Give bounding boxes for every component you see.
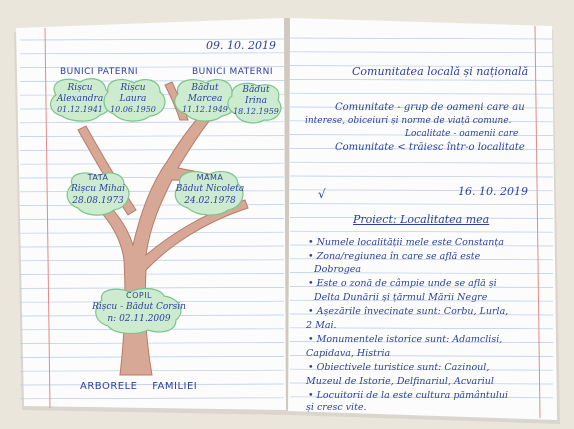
project-line: Dobrogea <box>308 264 362 275</box>
person-birth-date: 18.12.1959 <box>233 107 279 116</box>
project-line: • Așezările învecinate sunt: Corbu, Lurl… <box>308 306 509 317</box>
ruled-line <box>289 299 554 302</box>
left-page-date: 09. 10. 2019 <box>206 39 276 52</box>
ruled-line <box>19 38 285 41</box>
ruled-line <box>19 66 285 68</box>
father-birth-date: 28.08.1973 <box>72 196 124 206</box>
ruled-line <box>289 244 554 247</box>
person-birth-date: 01.12.1941 <box>57 105 103 114</box>
ruled-line <box>19 52 285 55</box>
right-margin-line <box>534 25 541 419</box>
ruled-line <box>289 79 554 81</box>
father-name: Rișcu Mihai <box>70 184 126 194</box>
right-page-date: 16. 10. 2019 <box>458 185 528 198</box>
ruled-line <box>19 369 285 372</box>
project-line: Muzeul de Istorie, Delfinariul, Acvariul <box>300 376 494 387</box>
person-surname: Bădut <box>191 83 219 93</box>
ruled-line <box>19 135 285 137</box>
grandparents-paternal-label: BUNICI PATERNI <box>60 67 139 77</box>
ruled-line <box>289 203 554 205</box>
right-page-rules <box>289 37 554 399</box>
project-line: • Numele localității mele este Constanța <box>308 237 504 248</box>
person-first-name: Laura <box>119 94 147 104</box>
ruled-line <box>19 287 285 289</box>
child-name: Rișcu - Bădut Corsin <box>92 302 186 312</box>
ruled-line <box>19 342 285 344</box>
project-line: • Zona/regiunea în care se află este <box>308 251 481 262</box>
ruled-line <box>289 175 554 178</box>
project-line: Delta Dunării și țărmul Mării Negre <box>308 292 488 303</box>
child-birth-date: n: 02.11.2009 <box>107 314 171 324</box>
mother-name: Bădut Nicoleta <box>175 184 245 194</box>
ruled-line <box>19 149 285 151</box>
ruled-line <box>289 51 554 54</box>
definition-line: Comunitate < trăiesc într-o localitate <box>335 142 525 153</box>
project-line: • Locuitorii de la este cultura pământul… <box>308 390 509 401</box>
ruled-line <box>289 92 554 95</box>
check-mark: √ <box>318 187 326 201</box>
ruled-line <box>19 231 285 234</box>
family-tree-caption: ARBORELE FAMILIEI <box>80 381 198 392</box>
project-line: • Obiectivele turistice sunt: Cazinoul, <box>308 362 490 373</box>
person-surname: Rișcu <box>120 83 146 93</box>
notebook-spine <box>284 18 290 411</box>
person-first-name: Marcea <box>187 94 223 104</box>
person-birth-date: 10.06.1950 <box>110 105 156 114</box>
mother-birth-date: 24.02.1978 <box>184 196 236 206</box>
right-page-title: Comunitatea locală și națională <box>352 65 529 78</box>
tree-leaves <box>50 78 282 335</box>
ruled-line <box>289 134 554 136</box>
person-surname: Bădut <box>242 85 270 95</box>
ruled-line <box>289 189 554 192</box>
ruled-line <box>289 258 554 261</box>
project-line: și cresc vite. <box>300 402 367 413</box>
left-margin-line <box>44 27 51 409</box>
definition-line: Localitate - oamenii care <box>405 129 519 139</box>
ruled-line <box>289 382 554 385</box>
ruled-line <box>19 356 285 358</box>
ruled-line <box>19 397 285 400</box>
father-label: TATA <box>87 173 109 182</box>
ruled-line <box>289 313 554 316</box>
person-birth-date: 11.12.1949 <box>182 105 228 114</box>
ruled-line <box>19 273 285 275</box>
ruled-line <box>289 396 554 399</box>
ruled-line <box>289 161 554 164</box>
ruled-line <box>289 286 554 288</box>
mother-label: MAMA <box>196 173 224 182</box>
ruled-line <box>289 272 554 274</box>
ruled-line <box>289 217 554 219</box>
ruled-line <box>289 355 554 357</box>
project-title: Proiect: Localitatea mea <box>353 213 490 226</box>
ruled-line <box>289 65 554 67</box>
person-first-name: Irina <box>245 96 267 106</box>
person-first-name: Alexandra <box>56 94 104 104</box>
ruled-line <box>289 106 554 109</box>
ruled-line <box>289 230 554 233</box>
ruled-line <box>289 341 554 343</box>
right-page <box>288 18 557 420</box>
definition-line: Comunitate - grup de oameni care au <box>335 102 525 113</box>
ruled-line <box>289 368 554 371</box>
ruled-line <box>289 37 554 40</box>
project-line: • Monumentele istorice sunt: Adamclisi, <box>308 334 503 345</box>
child-label: COPIL <box>125 291 153 300</box>
ruled-line <box>289 327 554 330</box>
ruled-line <box>289 148 554 150</box>
ruled-line <box>19 121 285 124</box>
definition-line: interese, obiceiuri și norme de viață co… <box>305 116 512 126</box>
ruled-line <box>19 162 285 165</box>
project-line: Capidava, Histria <box>300 348 391 359</box>
project-line: 2 Mai. <box>300 320 337 331</box>
ruled-line <box>19 176 285 179</box>
ruled-line <box>19 383 285 386</box>
ruled-line <box>19 245 285 248</box>
grandparents-maternal-label: BUNICI MATERNI <box>192 67 273 77</box>
person-surname: Rișcu <box>67 83 93 93</box>
project-line: • Este o zonă de câmpie unde se află și <box>308 278 497 289</box>
ruled-line <box>289 120 554 123</box>
